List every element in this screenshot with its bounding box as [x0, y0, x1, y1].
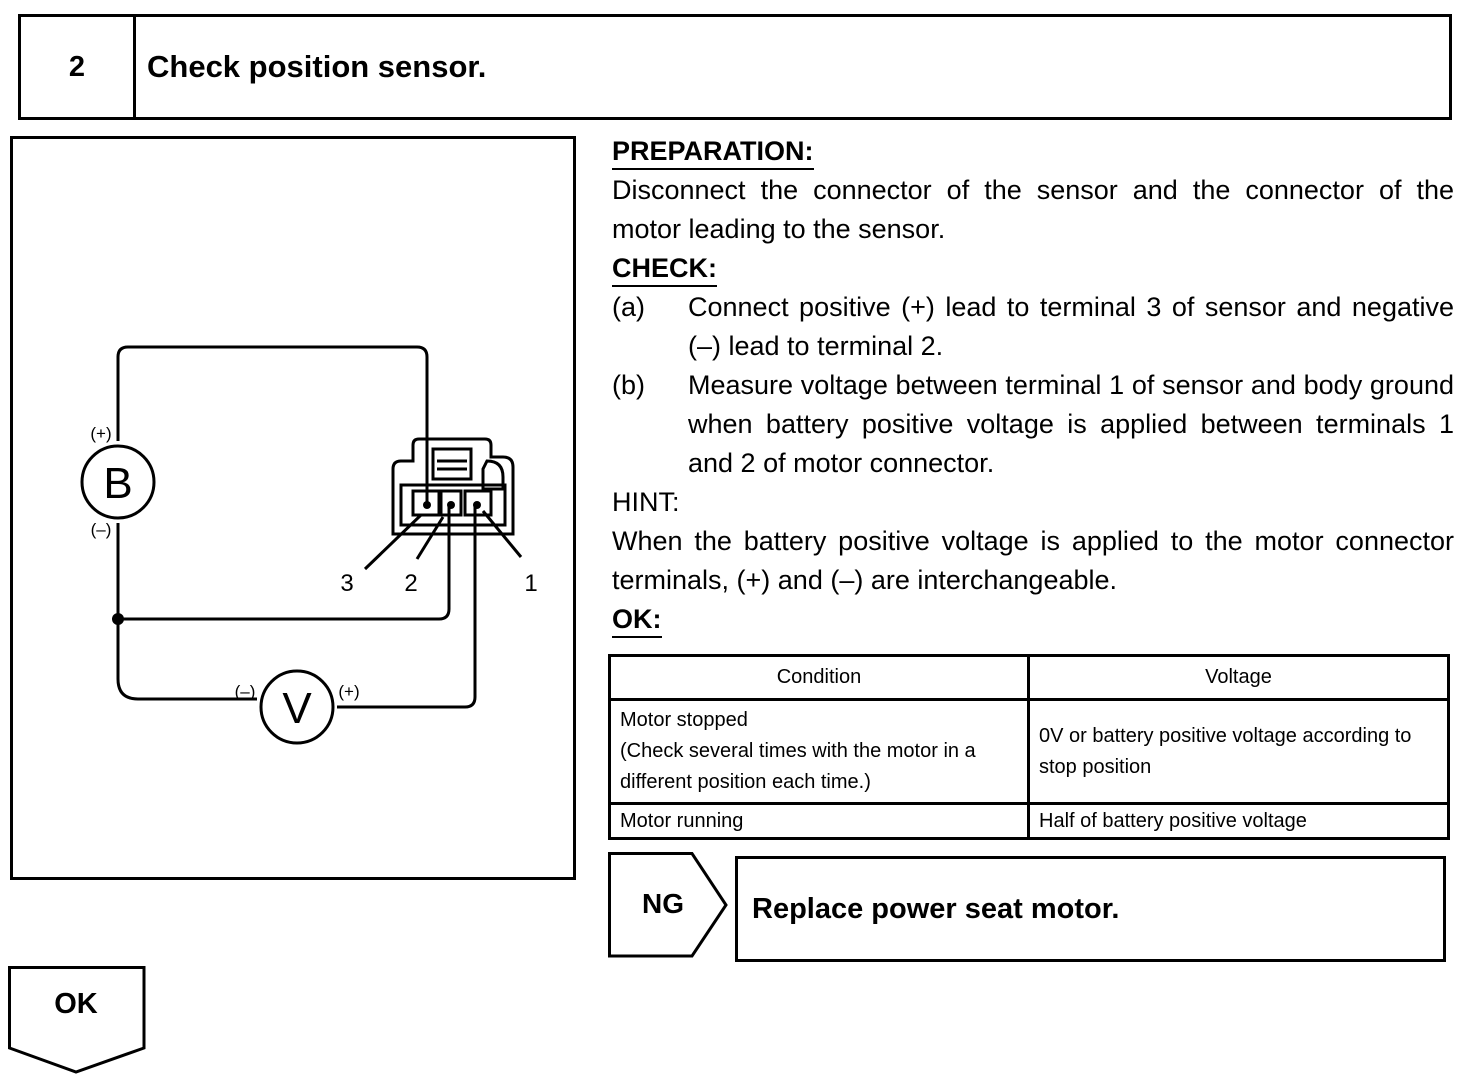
terminal-3-label: 3	[340, 570, 353, 597]
ng-label: NG	[642, 888, 684, 919]
table-row: Motor running Half of battery positive v…	[608, 802, 1450, 840]
ok-label: OK	[54, 988, 98, 1020]
wiring-diagram-svg: B (+) (–) V (–) (+) 3 2 1	[80, 345, 538, 745]
preparation-heading: PREPARATION:	[612, 134, 814, 170]
leader-2	[415, 516, 445, 560]
junction-dot	[112, 613, 124, 625]
check-heading: CHECK:	[612, 251, 717, 287]
battery-symbol	[80, 444, 156, 520]
table-header-condition: Condition	[608, 654, 1030, 701]
connector-inner	[399, 483, 507, 527]
ok-tag: OK	[8, 966, 148, 1076]
check-item-b: (b) Measure voltage between terminal 1 o…	[612, 366, 1454, 483]
voltmeter-positive-label: (+)	[338, 682, 359, 701]
wire-terminal-1	[337, 507, 477, 709]
voltmeter-symbol	[259, 669, 335, 745]
voltmeter-negative-label: (–)	[235, 682, 256, 701]
battery-negative-label: (–)	[91, 520, 112, 539]
step-title: Check position sensor.	[147, 49, 487, 84]
table-header-row: Condition Voltage	[608, 654, 1450, 701]
check-item-label: (b)	[612, 370, 645, 400]
connector-pin-2	[439, 489, 463, 517]
connector-latch	[431, 447, 473, 481]
check-item-text: Measure voltage between terminal 1 of se…	[688, 370, 1454, 478]
check-item-a: (a) Connect positive (+) lead to termina…	[612, 288, 1454, 366]
ng-tag: NG	[608, 852, 728, 958]
terminal-1-label: 1	[524, 570, 537, 597]
table-cell-condition: Motor running	[608, 802, 1030, 840]
battery-positive-label: (+)	[90, 424, 111, 443]
ng-arrow-shape	[608, 852, 728, 958]
hint-text: When the battery positive voltage is app…	[612, 526, 1454, 595]
ok-heading: OK:	[612, 602, 662, 638]
table-header-voltage: Voltage	[1027, 654, 1450, 701]
connector-pin-1	[463, 489, 493, 517]
wire-terminal-2	[118, 507, 451, 621]
table-cell-condition: Motor stopped (Check several times with …	[608, 698, 1030, 805]
instructions: PREPARATION: Disconnect the connector of…	[612, 132, 1454, 639]
condition-line-2: (Check several times with the motor in a…	[620, 740, 976, 793]
table-cell-voltage: Half of battery positive voltage	[1027, 802, 1450, 840]
preparation-text: Disconnect the connector of the sensor a…	[612, 175, 1454, 244]
wiring-diagram: B (+) (–) V (–) (+) 3 2 1	[10, 136, 576, 880]
hint-heading: HINT:	[612, 487, 680, 517]
leader-1	[481, 510, 523, 558]
battery-label: B	[103, 459, 132, 508]
terminal-2-label: 2	[404, 570, 417, 597]
table-cell-voltage: 0V or battery positive voltage according…	[1027, 698, 1450, 805]
ok-spec-table: Condition Voltage Motor stopped (Check s…	[608, 654, 1450, 840]
wire-battery-negative	[116, 523, 257, 701]
step-number: 2	[21, 17, 136, 117]
check-item-label: (a)	[612, 292, 645, 322]
leader-3	[363, 513, 423, 571]
connector-housing	[391, 437, 515, 536]
ok-arrow-shape	[8, 966, 146, 1074]
voltmeter-label: V	[282, 684, 312, 733]
wire-battery-positive	[116, 345, 429, 507]
connector-pin-3	[411, 489, 441, 517]
table-row: Motor stopped (Check several times with …	[608, 698, 1450, 805]
ng-action-box: Replace power seat motor.	[735, 856, 1446, 962]
step-header: 2 Check position sensor.	[18, 14, 1452, 120]
condition-line-1: Motor stopped	[620, 709, 748, 731]
check-item-text: Connect positive (+) lead to terminal 3 …	[688, 292, 1454, 361]
